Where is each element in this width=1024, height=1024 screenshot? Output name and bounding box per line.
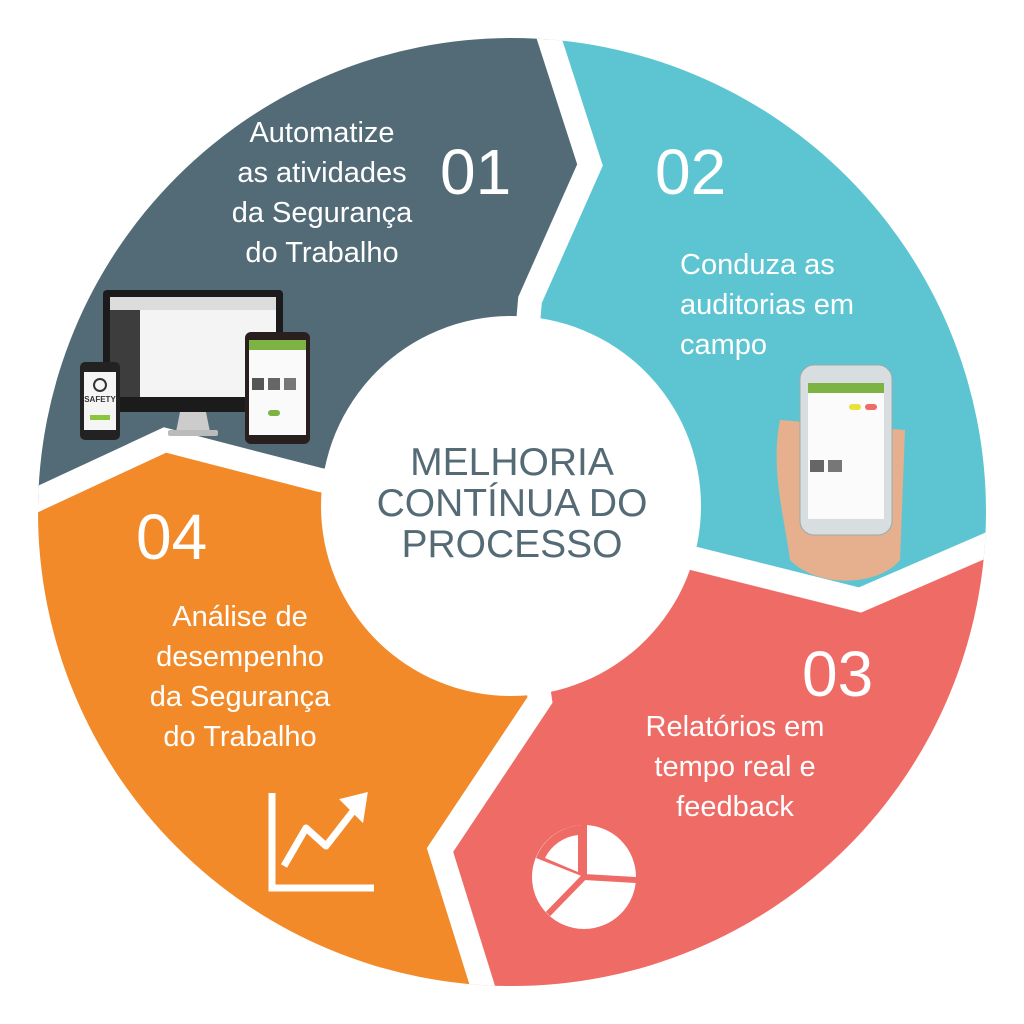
step-04-text: Análise de desempenho da Segurança do Tr… [150,597,331,757]
step-01-text: Automatize as atividades da Segurança do… [232,113,413,273]
step-text-line: feedback [676,791,794,823]
center-title-line: CONTÍNUA DO [376,482,648,525]
step-text-line: as atividades [237,157,407,189]
step-02-number: 02 [655,136,727,208]
pie-chart-icon [532,822,637,929]
center-title-line: PROCESSO [401,523,623,566]
center-circle [321,316,701,696]
phone-in-hand-image [776,364,905,581]
trend-chart-icon [268,791,374,892]
step-text-line: Automatize [249,117,395,149]
step-02-text: Conduza as auditorias em campo [680,245,854,365]
step-03-number: 03 [802,638,874,710]
step-text-line: Conduza as [680,249,835,281]
center-title-line: MELHORIA [410,441,614,484]
step-04-number: 04 [136,501,208,573]
svg-text:SAFETY: SAFETY [84,395,116,404]
step-text-line: da Segurança [149,681,331,713]
step-text-line: auditorias em [680,289,855,321]
step-03-text: Relatórios em tempo real e feedback [646,707,825,827]
step-text-line: do Trabalho [163,721,317,753]
devices-image: SAFETY [80,290,310,444]
step-text-line: desempenho [156,641,324,673]
center-title: MELHORIA CONTÍNUA DO PROCESSO [377,442,648,565]
step-text-line: Análise de [172,601,308,633]
step-01-number: 01 [440,136,512,208]
step-text-line: campo [680,329,768,361]
step-text-line: da Segurança [231,197,413,229]
step-text-line: tempo real e [654,751,816,783]
step-text-line: do Trabalho [245,237,399,269]
step-text-line: Relatórios em [645,711,825,743]
